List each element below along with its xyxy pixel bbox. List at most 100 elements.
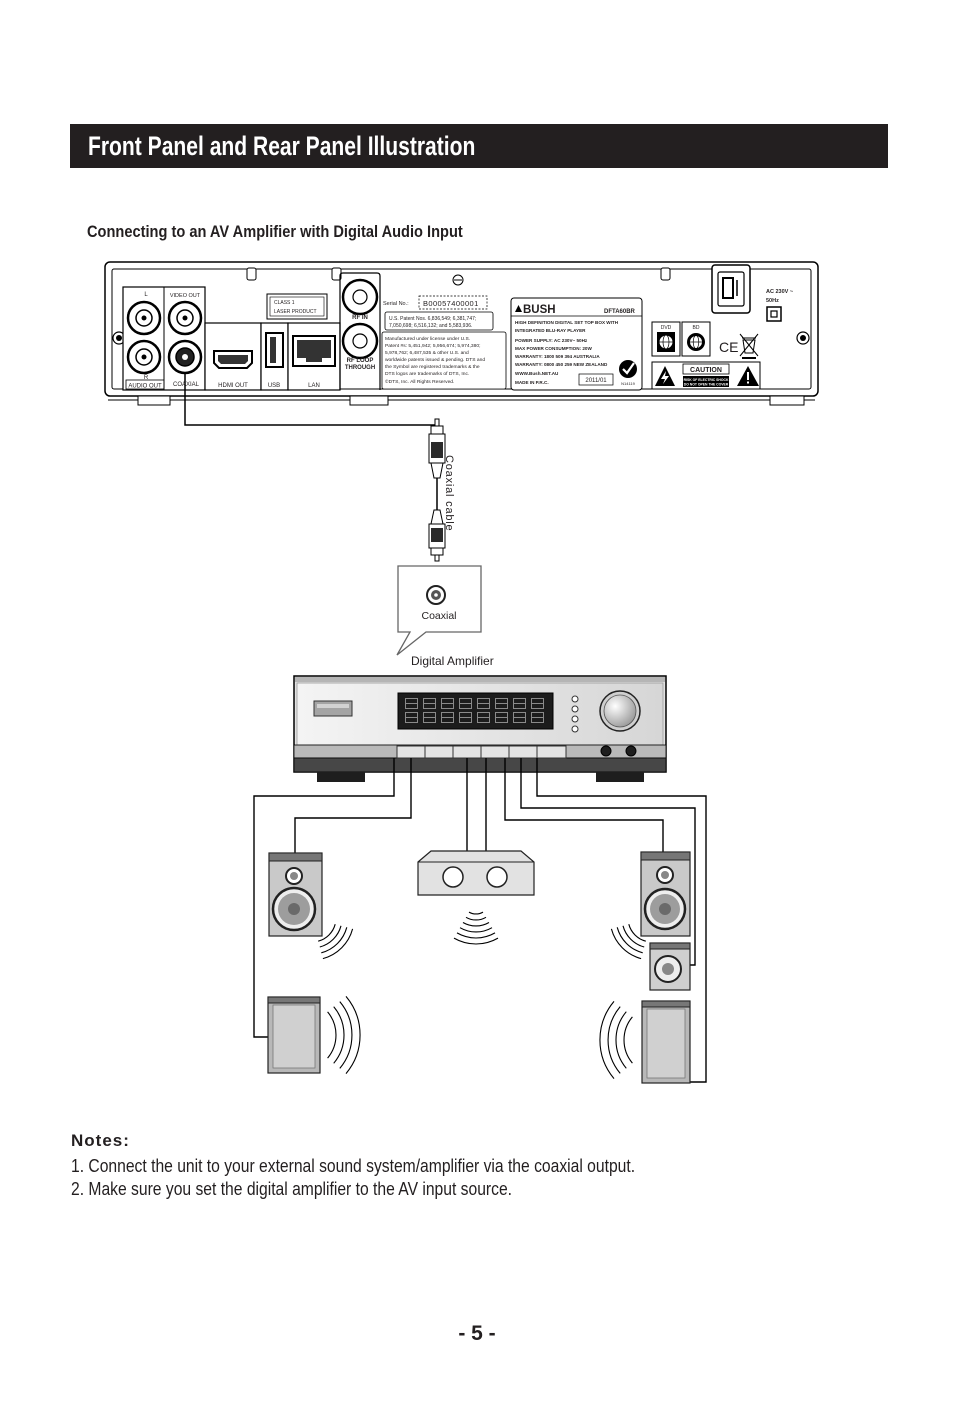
svg-text:HIGH DEFINITION DIGITAL SET TO: HIGH DEFINITION DIGITAL SET TOP BOX WITH: [515, 320, 619, 325]
svg-text:INTEGRATED BLU-RAY PLAYER: INTEGRATED BLU-RAY PLAYER: [515, 328, 586, 333]
dvd-label: DVD: [661, 325, 672, 331]
hdmi-out-label: HDMI OUT: [218, 383, 248, 389]
sound-waves: [318, 924, 354, 960]
front-right-speaker: [640, 851, 691, 937]
sound-waves: [327, 996, 361, 1074]
rating-line: MADE IN P.R.C.: [515, 380, 549, 385]
audio-left-label: L: [144, 292, 148, 298]
panel-foot-center: [349, 395, 389, 406]
cert-number: N14119: [621, 381, 635, 386]
usb-label: USB: [268, 383, 280, 389]
rating-line: HIGH DEFINITION DIGITAL SET TOP BOX WITH: [515, 320, 619, 325]
coaxial-cable-label: Coaxial cable: [443, 455, 455, 531]
sound-waves: [599, 1001, 633, 1079]
dts-line: the Symbol are registered trademarks & t…: [385, 364, 480, 370]
caution-label: CAUTION RISK OF ELECTRIC SHOCK DO NOT OP…: [651, 361, 761, 390]
svg-text:DTS logos are trademarks of DT: DTS logos are trademarks of DTS, Inc.: [385, 371, 469, 377]
svg-text:WARRANTY: 0800 450 259 NEW ZEA: WARRANTY: 0800 450 259 NEW ZEALAND: [515, 362, 608, 367]
amplifier-input-buttons: [396, 745, 567, 759]
center-speaker: [417, 850, 535, 896]
power-inlet: [711, 264, 751, 314]
globe-icon: [687, 333, 705, 351]
screw-icon: [112, 331, 126, 345]
rca-plug-top: [428, 418, 446, 479]
amplifier-display-segments: [404, 697, 548, 725]
svg-text:Manufactured under license und: Manufactured under license under U.S.: [385, 336, 470, 342]
amplifier-power-button: [313, 700, 353, 717]
bd-label: BD: [693, 325, 700, 331]
audio-right-label: R: [144, 375, 149, 381]
rear-panel: L VIDEO OUT R: [104, 261, 819, 406]
power-frequency-line: 50Hz: [766, 298, 779, 304]
svg-text:MAX POWER CONSUMPTION: 20W: MAX POWER CONSUMPTION: 20W: [515, 346, 592, 351]
dts-license-box: Manufactured under license under U.S. Pa…: [381, 331, 507, 390]
audio-right-jack: [126, 339, 162, 375]
rf-loop-label: RF LOOP: [347, 358, 374, 364]
amplifier-display: [397, 692, 554, 730]
screw-icon: [796, 331, 810, 345]
dts-line: worldwide patents issued & pending. DTS …: [385, 357, 485, 363]
section-header-bar: Front Panel and Rear Panel Illustration: [70, 124, 888, 168]
caution-title: CAUTION: [690, 367, 722, 374]
rf-through-label: THROUGH: [345, 365, 375, 371]
subsection-title: Connecting to an AV Amplifier with Digit…: [87, 222, 463, 241]
dts-line: Manufactured under license under U.S.: [385, 336, 470, 342]
model-number: DFTA60BR: [604, 309, 636, 315]
coaxial-input-label: Coaxial: [421, 610, 456, 622]
dts-line: Patent #s: 5,451,942; 5,956,674; 5,974,3…: [385, 343, 480, 349]
laser-product-text: LASER PRODUCT: [274, 309, 317, 315]
caution-text: DO NOT OPEN THE COVER: [684, 383, 729, 387]
patent-line: 7,050,698; 6,516,132; and 5,583,936.: [389, 323, 472, 329]
svg-text:©DTS, Inc. All Rights Reserved: ©DTS, Inc. All Rights Reserved.: [385, 378, 454, 385]
panel-foot-right: [769, 395, 805, 406]
svg-text:MADE IN P.R.C.: MADE IN P.R.C.: [515, 380, 549, 385]
dts-line: 5,978,762; 6,487,535 & other U.S. and: [385, 350, 469, 356]
page-title: Front Panel and Rear Panel Illustration: [88, 131, 476, 161]
rating-line: MAX POWER CONSUMPTION: 20W: [515, 346, 592, 351]
rating-line: WARRANTY: 0800 450 259 NEW ZEALAND: [515, 362, 608, 367]
patent-line: U.S. Patent Nos. 6,836,549; 6,381,747;: [389, 316, 476, 322]
audio-out-label: AUDIO OUT: [128, 384, 162, 390]
small-knob: [625, 745, 637, 757]
sound-waves: [610, 924, 646, 960]
serial-number: B00057400001: [423, 299, 479, 308]
serial-label: Serial No.:: [383, 301, 409, 307]
power-rating-line: AC 230V ~: [766, 289, 793, 295]
coaxial-out-jack: [167, 339, 203, 375]
usb-port: [265, 332, 284, 368]
caution-text: RISK OF ELECTRIC SHOCK: [684, 378, 729, 382]
note-item: 2. Make sure you set the digital amplifi…: [71, 1179, 513, 1199]
rear-right-speaker: [649, 942, 691, 991]
laser-class-text: CLASS 1: [274, 300, 295, 306]
svg-text:POWER SUPPLY: AC 230V~ 50Hz: POWER SUPPLY: AC 230V~ 50Hz: [515, 338, 588, 343]
brand-name: BUSH: [523, 304, 556, 316]
ce-mark: CE: [719, 339, 738, 355]
rear-left-speaker: [267, 996, 321, 1074]
svg-text:7,050,698; 6,516,132; and 5,58: 7,050,698; 6,516,132; and 5,583,936.: [389, 323, 472, 329]
dts-line: ©DTS, Inc. All Rights Reserved.: [385, 378, 454, 385]
bd-region-box: BD: [681, 321, 711, 357]
lan-label: LAN: [308, 383, 320, 389]
svg-text:Patent #s: 5,451,942; 5,956,67: Patent #s: 5,451,942; 5,956,674; 5,974,3…: [385, 343, 480, 349]
amplifier-foot: [596, 772, 644, 782]
panel-foot-left: [137, 395, 171, 406]
dts-line: DTS logos are trademarks of DTS, Inc.: [385, 371, 469, 377]
panel-tab: [246, 267, 257, 281]
front-left-speaker: [268, 852, 323, 937]
manufacture-date: 2011/01: [585, 378, 607, 384]
digital-amplifier: [293, 675, 667, 782]
amplifier-indicator-leds: [571, 695, 579, 733]
rf-loop-through-jack: [341, 322, 379, 360]
svg-text:worldwide patents issued & pen: worldwide patents issued & pending. DTS …: [385, 357, 485, 363]
hdmi-port: [213, 350, 253, 369]
rating-line: INTEGRATED BLU-RAY PLAYER: [515, 328, 586, 333]
svg-text:5,978,762; 6,487,535 & other U: 5,978,762; 6,487,535 & other U.S. and: [385, 350, 469, 356]
amplifier-foot: [317, 772, 365, 782]
laser-class-label: CLASS 1 LASER PRODUCT: [266, 293, 328, 320]
speaker-wires: [253, 758, 707, 1083]
electric-shock-warning-icon: [655, 366, 675, 386]
rf-in-label: RF IN: [352, 315, 368, 321]
weee-bin-icon: [739, 333, 759, 359]
